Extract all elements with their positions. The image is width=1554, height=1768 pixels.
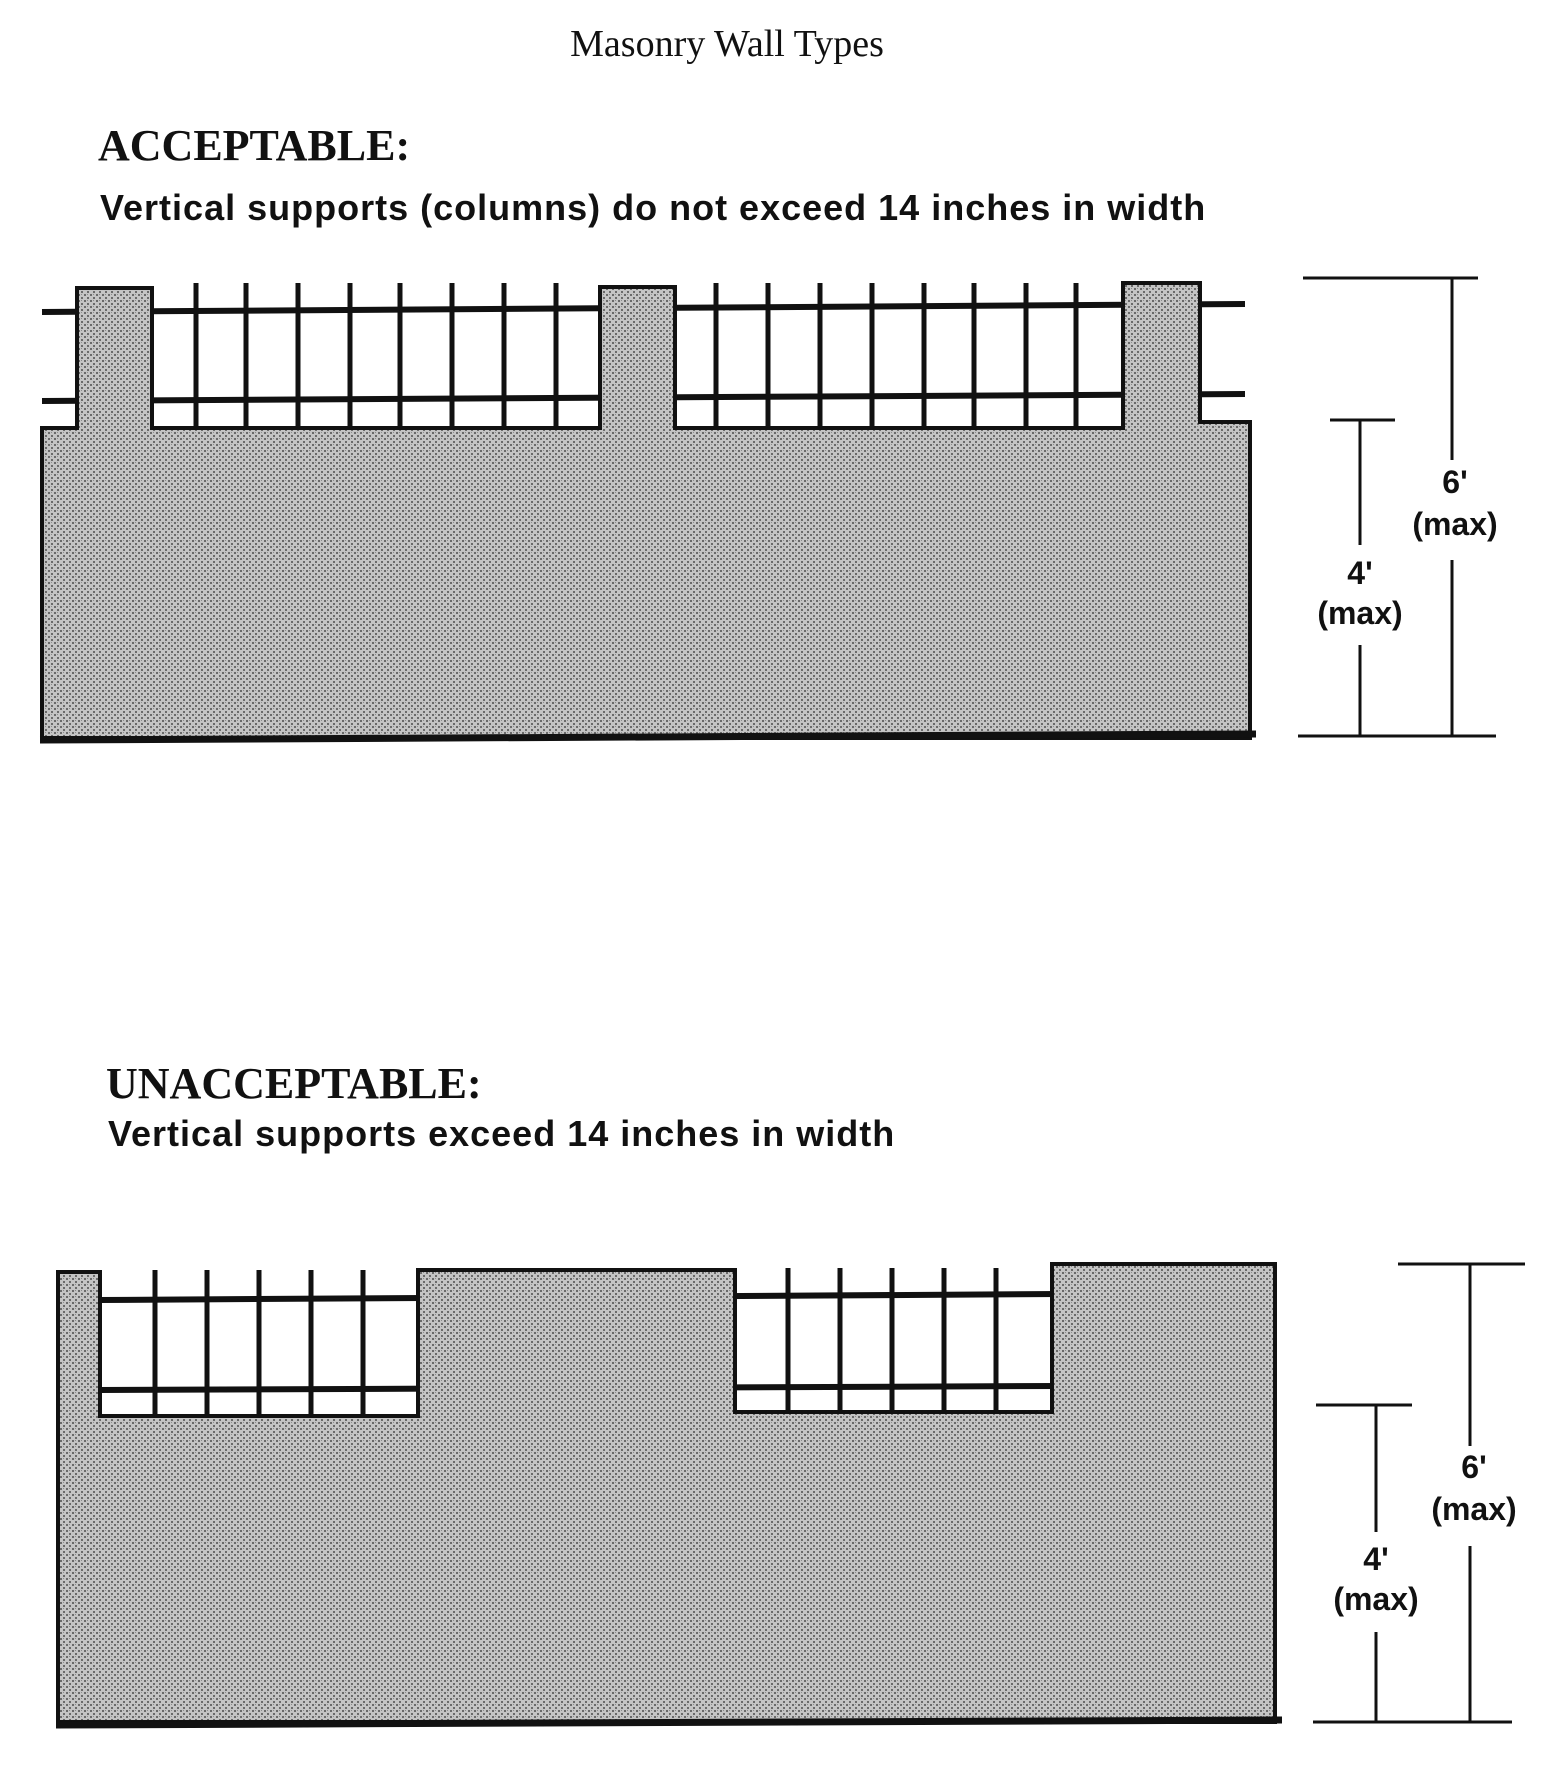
unacceptable-pickets [152, 1268, 999, 1415]
acceptable-ground-line [39, 730, 1257, 744]
acceptable-pickets [193, 283, 1079, 427]
acceptable-caption: Vertical supports (columns) do not excee… [100, 187, 1206, 228]
acceptable-panel: ACCEPTABLE: Vertical supports (columns) … [39, 121, 1498, 744]
unacceptable-heading: UNACCEPTABLE: [106, 1059, 482, 1108]
acceptable-heading: ACCEPTABLE: [98, 121, 410, 170]
acceptable-masonry-wall [40, 281, 1252, 740]
unacceptable-caption: Vertical supports exceed 14 inches in wi… [108, 1113, 895, 1154]
unacceptable-panel: UNACCEPTABLE: Vertical supports exceed 1… [55, 1059, 1525, 1729]
unacceptable-dimensions [1313, 1262, 1525, 1724]
acceptable-dim-6ft-note: (max) [1412, 506, 1497, 542]
unacceptable-dim-4ft-note: (max) [1333, 1581, 1418, 1617]
unacceptable-masonry-wall [56, 1262, 1277, 1724]
page-title: Masonry Wall Types [570, 23, 884, 65]
unacceptable-dim-4ft-value: 4' [1363, 1541, 1388, 1577]
acceptable-dim-4ft-note: (max) [1317, 595, 1402, 631]
unacceptable-ground-line [55, 1716, 1283, 1729]
acceptable-dim-6ft-value: 6' [1442, 464, 1467, 500]
acceptable-dim-4ft-value: 4' [1347, 555, 1372, 591]
unacceptable-dim-6ft-value: 6' [1461, 1449, 1486, 1485]
acceptable-dimensions [1298, 276, 1496, 738]
unacceptable-dim-6ft-note: (max) [1431, 1491, 1516, 1527]
